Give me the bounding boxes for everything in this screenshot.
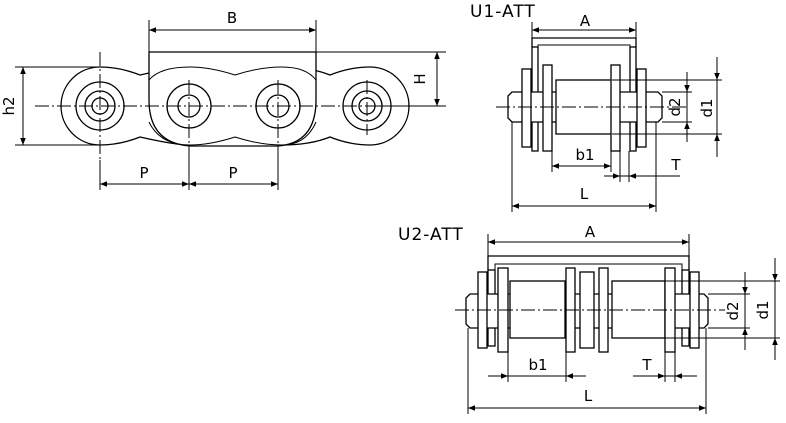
plate-waist-bottom [148, 121, 317, 146]
u1-label-L: L [580, 185, 589, 203]
u2-label-L: L [584, 387, 593, 405]
u2-label-T: T [641, 356, 652, 374]
u1-bracket-inner [537, 44, 631, 64]
label-H: H [411, 73, 429, 84]
u2-bracket-top [487, 255, 690, 270]
u1-label-b1: b1 [575, 146, 594, 164]
u1-inner-plate-right [610, 64, 621, 152]
u1-outer-plate-right [636, 68, 647, 148]
u1-title: U1-ATT [470, 2, 536, 22]
label-P-1: P [139, 164, 148, 182]
side-view: B H h2 P P [0, 9, 446, 190]
u2-title: U2-ATT [398, 225, 464, 245]
u2-label-d2: d2 [724, 301, 742, 320]
u1-label-T: T [670, 156, 681, 174]
label-h2: h2 [0, 96, 18, 115]
u1-att-view: U1-ATT A d1 d2 [470, 2, 722, 212]
u1-outer-plate-left [521, 68, 532, 148]
u1-label-A: A [580, 12, 591, 30]
u2-att-view: U2-ATT A d1 [398, 223, 780, 414]
plate-waist-top [148, 66, 317, 81]
label-B: B [227, 9, 237, 27]
u2-label-b1: b1 [528, 356, 547, 374]
u2-label-d1: d1 [754, 300, 772, 319]
u1-label-d2: d2 [666, 97, 684, 116]
u1-label-d1: d1 [698, 98, 716, 117]
u1-bracket-top [531, 37, 637, 47]
u1-inner-plate-left [542, 64, 553, 152]
label-P-2: P [228, 164, 237, 182]
u2-label-A: A [585, 223, 596, 241]
